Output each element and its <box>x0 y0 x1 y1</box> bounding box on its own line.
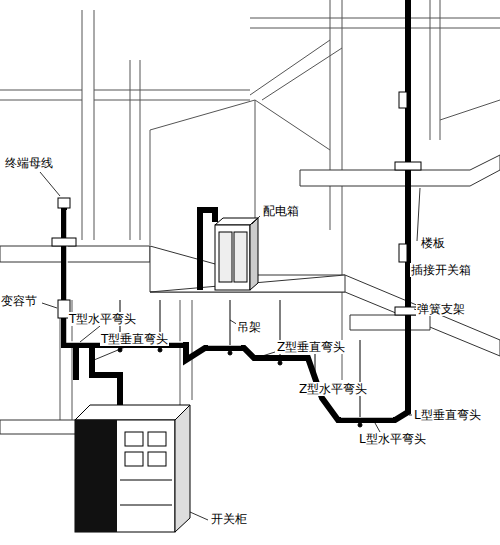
part-label: L型垂直弯头 <box>413 408 482 422</box>
part-label: 插接开关箱 <box>410 263 472 277</box>
part-label: Z型垂直弯头 <box>276 340 346 354</box>
plug-in-box <box>399 244 407 262</box>
part-label: 弹簧支架 <box>416 302 466 316</box>
plug-in-box <box>399 92 407 108</box>
distribution-box <box>215 218 258 290</box>
floor-slab <box>0 155 500 434</box>
part-label: Z型水平弯头 <box>298 382 368 396</box>
part-label: T型垂直弯头 <box>100 332 169 346</box>
part-label: L型水平弯头 <box>358 432 427 446</box>
part-label: 开关柜 <box>210 512 248 526</box>
part-label: 楼板 <box>420 236 446 250</box>
hanger <box>118 300 362 427</box>
part-label: 终端母线 <box>4 156 54 170</box>
building-frame <box>0 0 500 420</box>
switchgear-cabinet <box>75 405 190 532</box>
terminal-cap <box>58 198 70 208</box>
part-label: 变容节 <box>0 294 38 308</box>
spring-support <box>52 162 421 315</box>
leader-line <box>40 172 420 520</box>
part-label: 配电箱 <box>262 204 300 218</box>
busway-highlight <box>67 210 393 417</box>
part-label: 吊架 <box>236 320 262 334</box>
part-label: T型水平弯头 <box>68 312 137 326</box>
busway <box>64 0 408 420</box>
